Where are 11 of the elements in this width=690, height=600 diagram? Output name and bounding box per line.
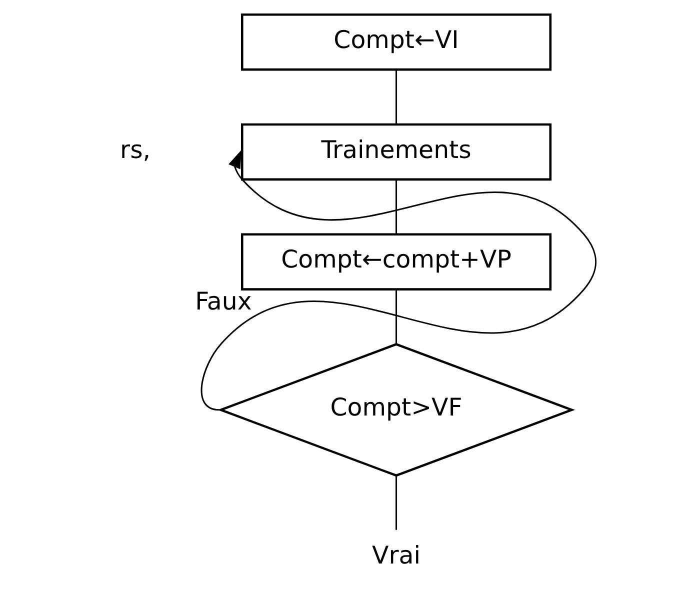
arrow xyxy=(200,150,597,411)
connector xyxy=(396,476,398,530)
connector xyxy=(396,70,398,124)
connector xyxy=(396,290,398,344)
node-box: Trainements xyxy=(240,123,552,181)
node-diamond: Compt>VF xyxy=(218,343,576,477)
node-text: Vrai xyxy=(372,540,421,570)
node-box: Compt←VI xyxy=(240,13,552,71)
node-box: Compt←compt+VP xyxy=(240,233,552,290)
connector xyxy=(396,180,398,234)
label: rs, xyxy=(120,134,151,164)
